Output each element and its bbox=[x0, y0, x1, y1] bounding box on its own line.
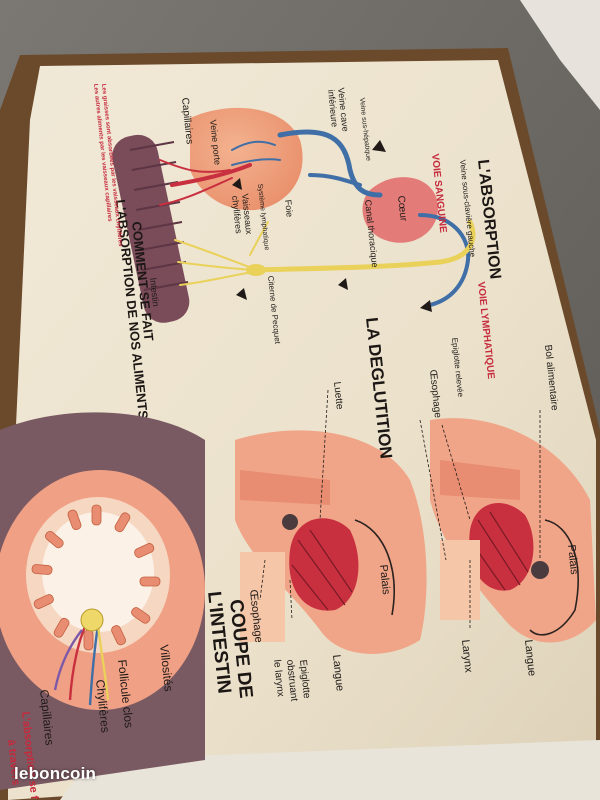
subclavian-vein bbox=[418, 213, 471, 307]
label-vaisseaux: Vaisseaux bbox=[240, 193, 254, 235]
label-epiglotte-2: obstruant bbox=[284, 659, 299, 702]
label-veine-porte: Veine porte bbox=[208, 119, 223, 165]
label-foie: Foie bbox=[283, 199, 295, 217]
deglutition-diagram bbox=[235, 389, 596, 654]
label-inferieure: inférieure bbox=[326, 89, 340, 127]
intestine-tube bbox=[112, 134, 190, 323]
label-intestin: Intestin bbox=[148, 277, 161, 307]
label-langue-right: Langue bbox=[522, 639, 538, 677]
tongue-right bbox=[469, 503, 534, 591]
label-chyliferes-bottom: Chylifères bbox=[93, 679, 113, 734]
label-palais-left: Palais bbox=[377, 564, 392, 596]
absorption-diagram bbox=[112, 107, 476, 323]
label-capillaires: Capillaires bbox=[179, 97, 195, 145]
label-larynx: Larynx bbox=[459, 639, 474, 674]
label-chyliferes: chylifères bbox=[230, 195, 244, 234]
label-veine-cave: Veine cave bbox=[336, 87, 351, 132]
label-epiglotte-1: Epiglotte bbox=[297, 659, 312, 699]
food-bolus-left bbox=[282, 514, 298, 530]
label-villosites: Villosités bbox=[157, 644, 176, 692]
vena-cava bbox=[277, 129, 383, 198]
label-coeur: Cœur bbox=[395, 195, 409, 222]
food-bolus-right bbox=[531, 561, 549, 579]
leboncoin-watermark: leboncoin bbox=[14, 764, 97, 783]
closed-follicle bbox=[80, 608, 104, 632]
label-oesophage-top: Œsophage bbox=[427, 369, 443, 419]
label-luette: Luette bbox=[331, 381, 345, 410]
thoracic-duct bbox=[249, 219, 476, 273]
tongue-left bbox=[289, 518, 359, 611]
label-epiglotte-3: le larynx bbox=[271, 659, 286, 697]
red-bottom-line-2: à travers bbox=[5, 739, 22, 786]
portal-vein bbox=[170, 163, 252, 187]
label-capillaires-bottom: Capillaires bbox=[37, 689, 57, 746]
intestine-section-diagram bbox=[0, 412, 205, 790]
label-palais-right: Palais bbox=[565, 544, 580, 576]
label-oesophage-left: Œsophage bbox=[247, 589, 264, 643]
bottom-sheet bbox=[60, 740, 600, 800]
paper-sheets-top-right bbox=[520, 0, 600, 110]
pecquet-cistern bbox=[246, 264, 266, 276]
label-langue-left: Langue bbox=[330, 654, 346, 692]
